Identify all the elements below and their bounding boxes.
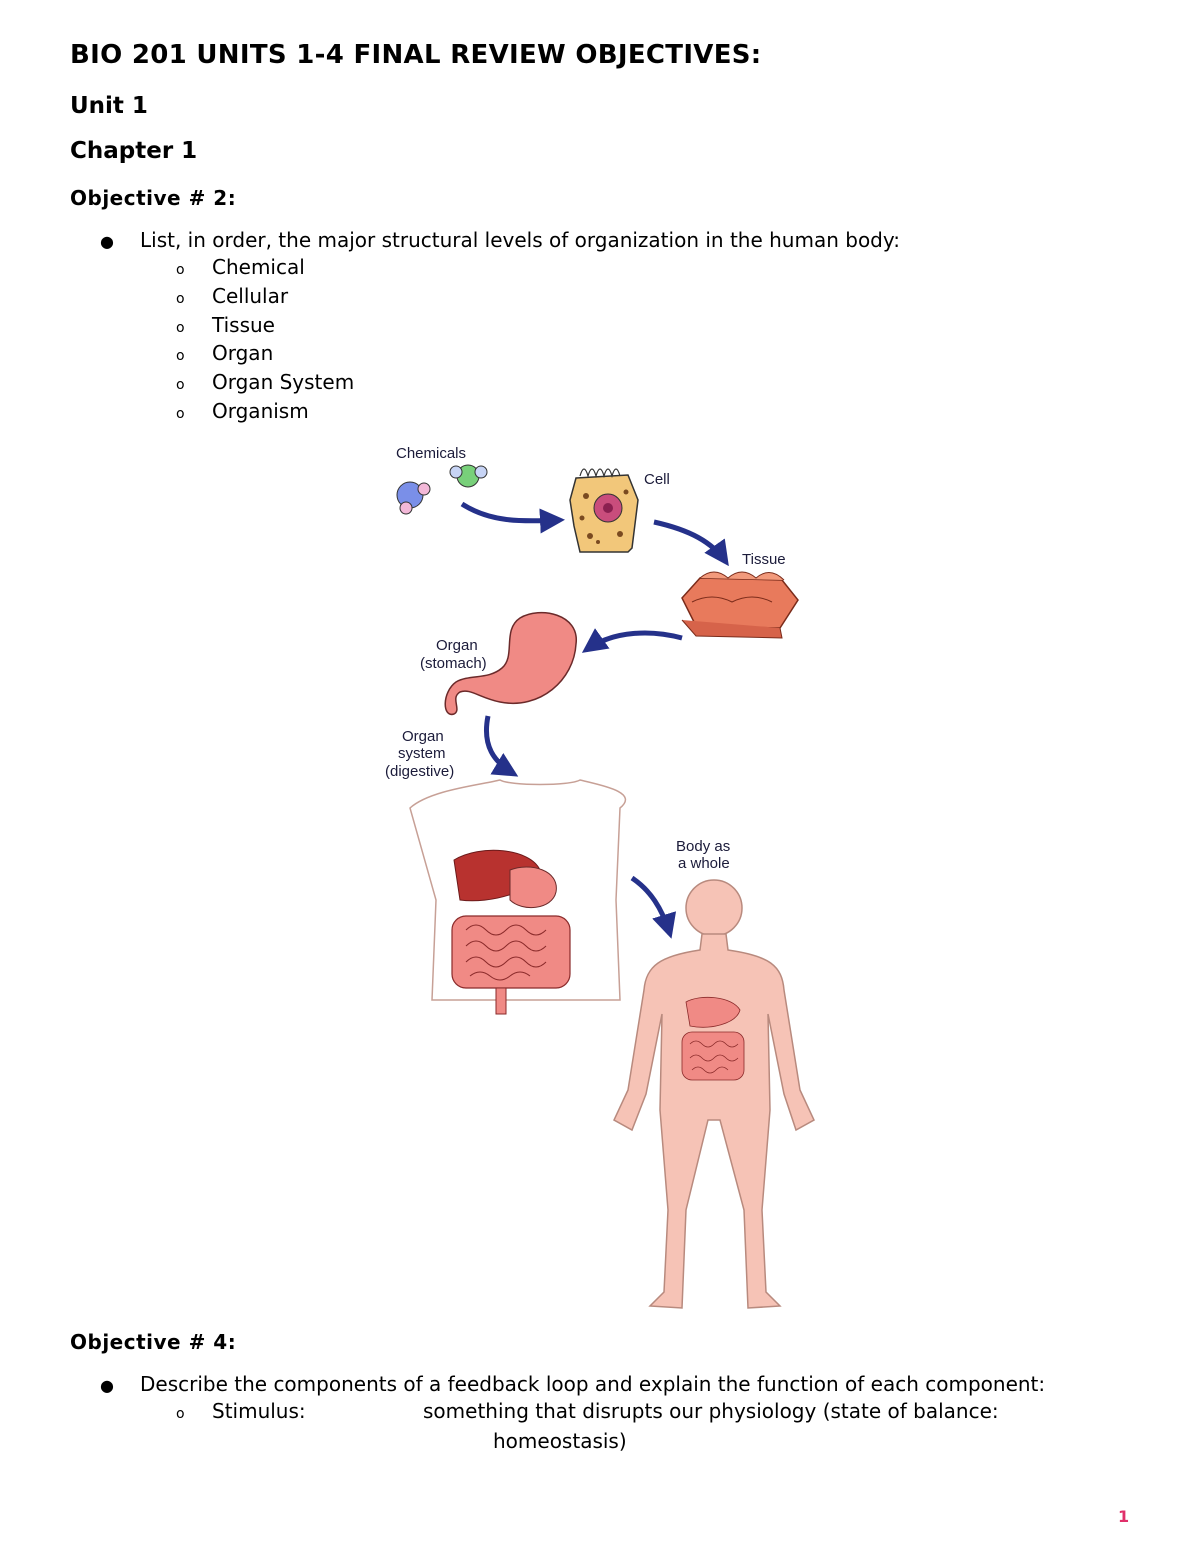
stimulus-term: Stimulus: [212,1399,306,1423]
label-organ-system-2: system [398,745,446,762]
levels-of-organization-figure: Chemicals Cell Tissue Organ (stomach) Or… [385,445,815,1309]
tissue-illustration [681,571,799,639]
digestive-system-illustration [409,779,627,1015]
label-organ-system-digestive: (digestive) [385,763,454,780]
arrow-chemicals-to-cell [460,501,565,534]
label-body-as: Body as [676,838,730,855]
label-organ: Organ [436,637,478,654]
circle-bullet-icon: o [176,1406,185,1422]
objective-2-bullet: ● List, in order, the major structural le… [100,228,900,252]
objective-4-bullet: ● Describe the components of a feedback l… [100,1372,1045,1396]
circle-bullet-icon: o [176,377,185,393]
cell-illustration [569,468,639,553]
circle-bullet-icon: o [176,406,185,422]
arrow-organ-to-system [484,715,519,777]
chapter-heading: Chapter 1 [70,138,198,164]
circle-bullet-icon: o [176,348,185,364]
arrow-tissue-to-organ [581,628,683,653]
stimulus-description: something that disrupts our physiology (… [423,1399,999,1423]
document-title: BIO 201 UNITS 1-4 FINAL REVIEW OBJECTIVE… [70,40,762,70]
flow-arrows [460,501,729,939]
stimulus-description-continued: homeostasis) [493,1429,627,1453]
label-cell: Cell [644,471,670,488]
circle-bullet-icon: o [176,291,185,307]
page-number: 1 [1118,1507,1130,1526]
circle-bullet-icon: o [176,262,185,278]
human-body-illustration [613,879,815,1309]
bullet-icon: ● [100,232,114,251]
objective-2-bullet-text: List, in order, the major structural lev… [140,228,900,252]
molecules-illustration [396,464,488,515]
label-tissue: Tissue [742,551,786,568]
circle-bullet-icon: o [176,320,185,336]
objective-4-heading: Objective # 4: [70,1330,237,1354]
stomach-illustration [444,611,577,715]
arrow-cell-to-tissue [653,519,729,567]
unit-heading: Unit 1 [70,93,148,119]
objective-4-bullet-text: Describe the components of a feedback lo… [140,1372,1046,1396]
arrow-system-to-body [630,875,677,939]
bullet-icon: ● [100,1376,114,1395]
label-organ-stomach: (stomach) [420,655,487,672]
label-organ-system: Organ [402,728,444,745]
list-item-stimulus: o Stimulus: [176,1399,306,1423]
label-a-whole: a whole [678,855,730,872]
label-chemicals: Chemicals [396,445,466,462]
objective-2-heading: Objective # 2: [70,186,237,210]
